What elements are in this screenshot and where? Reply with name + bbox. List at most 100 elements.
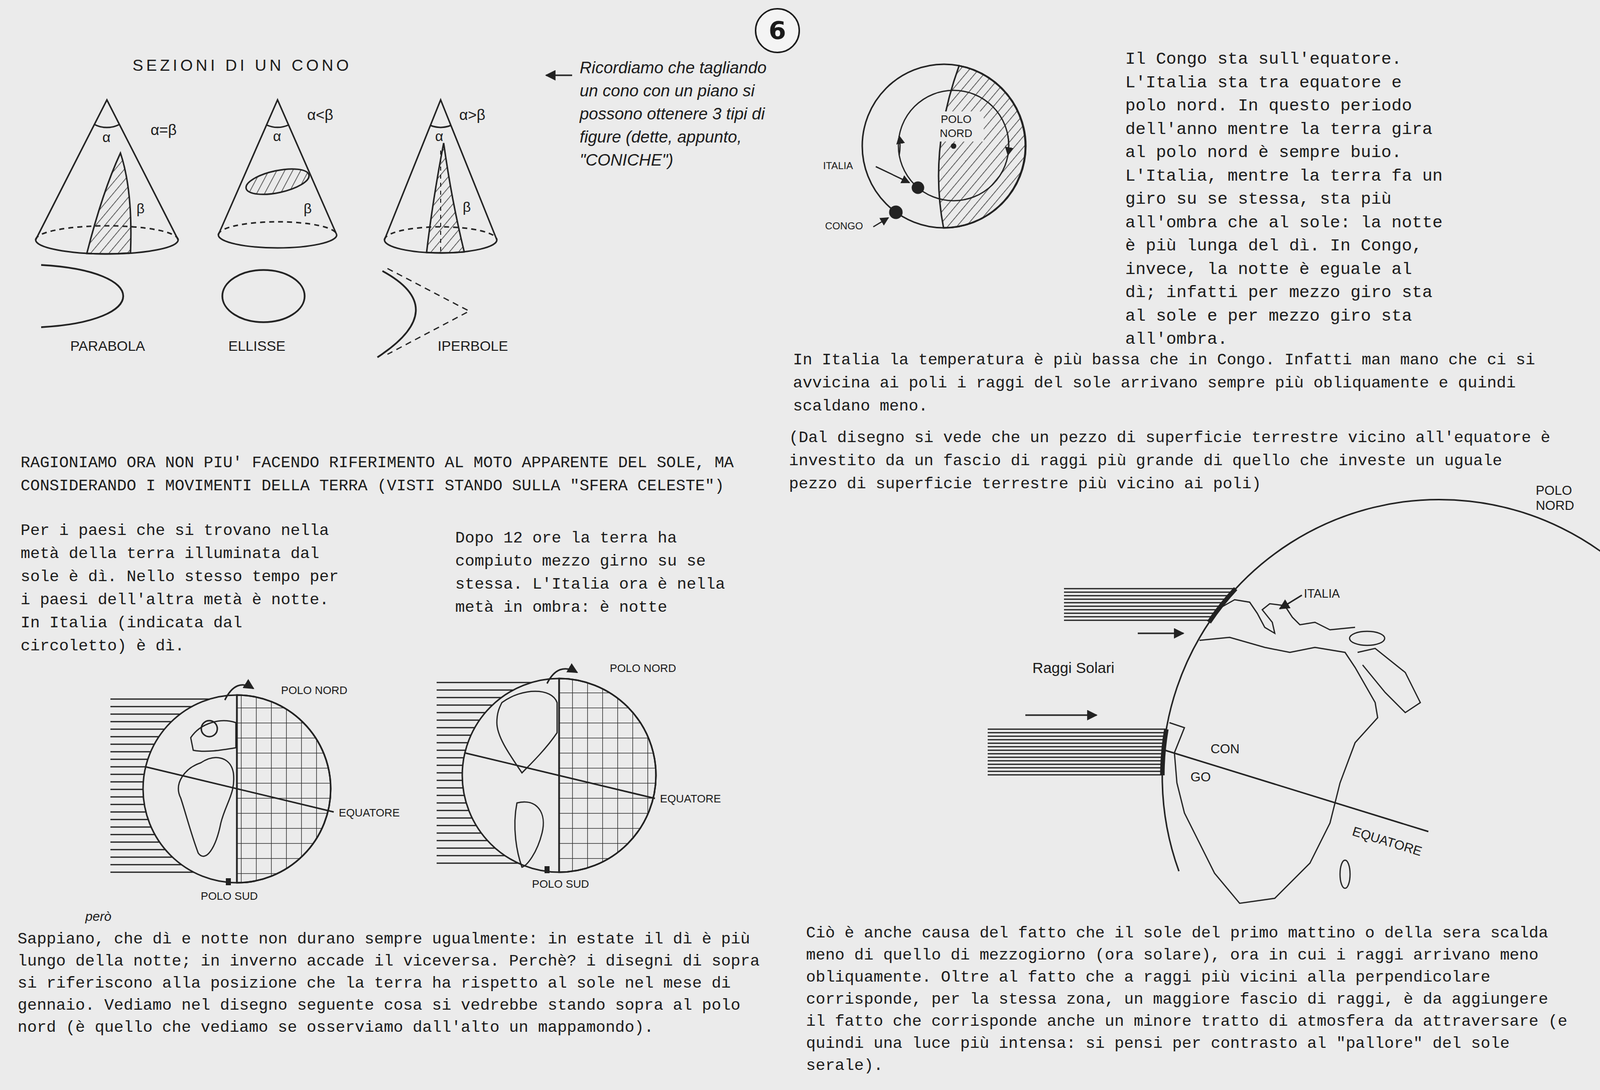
earth-rays [1025,499,1600,904]
earth-rays [1279,595,1302,609]
globe-label: Raggi Solari [1032,658,1115,678]
globe-night [547,669,578,684]
sun-rays [1063,591,1233,594]
sun-rays [987,739,1165,741]
angle-label: β [136,199,145,218]
angle-label: α=β [150,120,177,140]
sun-rays [987,746,1164,748]
angle-label: α [435,127,444,146]
sun-rays [110,849,166,851]
sun-rays [987,749,1164,752]
sun-rays [110,743,155,746]
cone-hyperbola [384,99,497,253]
angle-label: α>β [459,105,486,125]
cone-ellipse [218,221,337,235]
globe-label: POLO SUD [200,889,258,904]
sun-rays [110,721,172,723]
section-heading: SEZIONI DI UN CONO [132,55,352,76]
sun-rays [987,732,1166,734]
polar-view [912,182,924,194]
page-number: 6 [754,8,800,54]
sun-rays [110,788,144,791]
polar-view [889,206,902,219]
polar-view [899,136,901,156]
globe-label: ITALIA [1303,586,1341,602]
sun-rays [436,779,463,782]
sun-rays [110,758,149,761]
polar-view [875,166,910,183]
sun-rays [436,719,480,722]
sun-rays [987,760,1163,762]
cone-parabola [35,99,179,254]
sun-rays [436,840,488,842]
earth-rays [1357,648,1421,713]
sun-rays [110,819,149,821]
globe-day [178,757,234,857]
sun-rays [436,727,475,729]
sun-rays [987,774,1163,776]
sun-rays [436,704,493,707]
handwritten-note: Ricordiamo che tagliando un cono con un … [579,56,786,172]
sun-rays [110,804,145,806]
angle-label: β [462,198,471,216]
earth-rays [1025,714,1097,717]
sun-rays [987,742,1165,745]
conic-curve [222,270,305,323]
cone-hyperbola [426,143,465,253]
earth-rays [1169,637,1378,904]
page-number-text: 6 [768,18,787,44]
sun-rays [1063,605,1221,608]
sun-rays [436,682,532,684]
sun-rays [987,753,1164,755]
sun-rays [436,697,502,699]
body-text: Per i paesi che si trovano nella metà de… [20,519,339,658]
sun-rays [436,810,469,812]
sun-rays [436,734,471,737]
sun-rays [436,817,473,820]
sun-rays [110,713,181,716]
sun-rays [987,728,1167,731]
globe-night [496,691,558,774]
polar-view [862,64,1026,228]
globe-night [559,678,656,873]
sun-rays [436,689,514,692]
earth-rays [1163,749,1429,832]
body-text: Sappiano, che dì e notte non durano semp… [17,928,779,1039]
sun-rays [1063,609,1219,611]
angle-label: α [102,128,111,147]
section-heading: RAGIONIAMO ORA NON PIU' FACENDO RIFERIME… [20,451,753,498]
cone-parabola [35,239,179,254]
sun-rays [110,864,182,866]
cone-parabola [35,99,179,240]
sun-rays [110,773,145,776]
globe-day [236,695,331,883]
body-text: Ciò è anche causa del fatto che il sole … [806,922,1568,1078]
sun-rays [110,706,192,708]
map-label: ITALIA [823,159,854,173]
sun-rays [987,756,1163,759]
earth-rays [1349,631,1385,646]
earth-rays [1162,499,1600,872]
sun-rays [436,764,463,767]
cone-ellipse [218,99,337,248]
sun-rays [1063,602,1224,604]
cone-parabola [94,124,120,128]
handwritten-note: però [85,908,112,925]
cone-hyperbola [440,150,442,253]
conic-curve [41,264,124,328]
sun-rays [436,749,466,752]
cone-parabola [86,153,131,254]
globe-day [224,685,254,701]
polar-view [898,90,1009,201]
sun-rays [1063,619,1211,622]
sun-rays [110,736,160,738]
sun-rays [436,787,464,789]
sun-rays [1063,595,1230,597]
sun-rays [436,862,519,865]
map-label: POLO NORD [928,111,984,142]
earth-rays [1137,632,1184,635]
sun-rays [436,772,463,774]
sun-rays [110,834,156,836]
globe-label: EQUATORE [659,791,721,807]
